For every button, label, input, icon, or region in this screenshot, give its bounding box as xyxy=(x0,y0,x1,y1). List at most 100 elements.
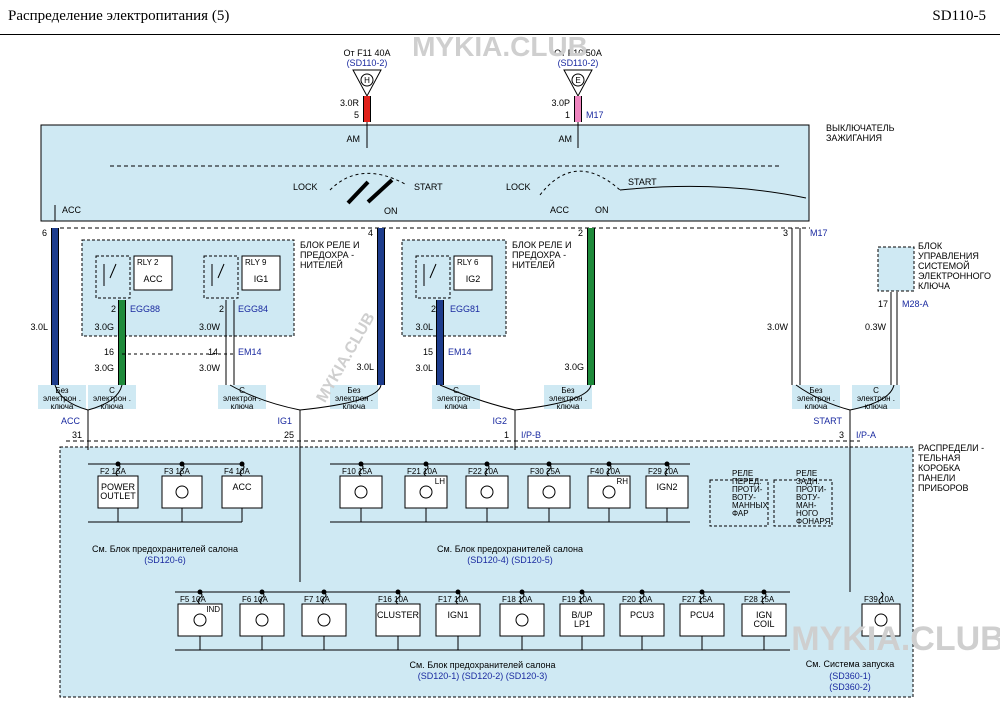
fuse-box xyxy=(301,603,347,637)
fuse-label: POWER xyxy=(101,482,136,492)
fuse-element xyxy=(179,463,185,477)
key-note: ключа xyxy=(865,402,888,411)
connector-id: I/P-B xyxy=(521,430,541,440)
pin-number: 2 xyxy=(111,304,116,314)
fuse-label: IGN1 xyxy=(447,610,468,620)
page-code: SD110-5 xyxy=(932,8,986,24)
pin-number: 4 xyxy=(368,228,373,238)
key-note: ключа xyxy=(445,402,468,411)
key-note: С xyxy=(239,386,245,395)
fuse-rating: F20 10A xyxy=(622,595,653,604)
relay-fog-label: ЗАДН. xyxy=(796,477,820,486)
fuse-rating: F10 15A xyxy=(342,467,373,476)
switch-arc xyxy=(329,172,406,191)
start-label: START xyxy=(628,177,657,187)
switch-blade xyxy=(366,178,394,204)
cigarette-lighter-icon xyxy=(175,485,189,499)
relay-id: RLY 9 xyxy=(245,258,267,267)
fuse-element xyxy=(639,591,645,605)
wiper-washer-icon xyxy=(354,485,368,499)
fuse-element xyxy=(519,591,525,605)
relay-contact xyxy=(217,263,225,279)
smart-key-title: УПРАВЛЕНИЯ xyxy=(918,251,979,261)
wire-spec: 3.0G xyxy=(94,322,114,332)
wire-spec: 3.0L xyxy=(30,322,48,332)
junction-pin-name: ACC xyxy=(61,416,81,426)
key-note: электрон . xyxy=(223,394,261,403)
fuse-refs: (SD120-4) (SD120-5) xyxy=(467,555,553,565)
relay-block-title: НИТЕЛЕЙ xyxy=(300,259,343,270)
page-title: Распределение электропитания (5) xyxy=(8,8,230,24)
relay-fog-label: ПРОТИ- xyxy=(732,485,763,494)
source-letter: H xyxy=(364,76,370,85)
source-ref: (SD110-2) xyxy=(558,58,599,68)
key-note: электрон . xyxy=(335,394,373,403)
fuse-rating: F16 10A xyxy=(378,595,409,604)
fuse-rating: F30 25A xyxy=(530,467,561,476)
relay-name: IG1 xyxy=(254,274,269,284)
pin-number: 6 xyxy=(42,228,47,238)
fuse-rating: F29 10A xyxy=(648,467,679,476)
relay-coil xyxy=(95,255,131,299)
headlamp-low-icon xyxy=(602,485,616,499)
wire-spec: 3.0G xyxy=(564,362,584,372)
fuse-element xyxy=(358,463,364,477)
key-note: электрон . xyxy=(437,394,475,403)
pin-number: 3 xyxy=(783,228,788,238)
fuse-refs: (SD360-2) xyxy=(829,682,871,692)
junction-title: ТЕЛЬНАЯ xyxy=(918,453,960,463)
relay-name: IG2 xyxy=(466,274,481,284)
junction-title: РАСПРЕДЕЛИ - xyxy=(918,443,984,453)
note-box xyxy=(544,385,592,409)
relay-fog-label: ВОТУ- xyxy=(796,493,820,502)
fuse-box xyxy=(527,475,571,509)
fuse-element xyxy=(579,591,585,605)
relay-block-title: НИТЕЛЕЙ xyxy=(512,259,555,270)
switch-blade xyxy=(346,180,370,205)
lock-label: LOCK xyxy=(506,182,531,192)
key-note: ключа xyxy=(557,402,580,411)
connector-id: EGG81 xyxy=(450,304,480,314)
fuse-sub: RH xyxy=(616,477,628,486)
fuse-label: OUTLET xyxy=(100,491,136,501)
fuse-box xyxy=(435,603,481,637)
fuse-sub: IND xyxy=(206,605,220,614)
junction-pin-name: START xyxy=(813,416,842,426)
relay-fog-label: НОГО xyxy=(796,509,818,518)
junction-pin-name: IG1 xyxy=(277,416,292,426)
relay-fog xyxy=(773,479,833,527)
wiper-icon xyxy=(542,485,556,499)
note-box xyxy=(218,385,266,409)
airbag-icon xyxy=(255,613,269,627)
fuse-box xyxy=(619,603,665,637)
connector-id: I/P-A xyxy=(856,430,876,440)
relay-box xyxy=(241,255,281,291)
fuse-element xyxy=(423,463,429,477)
fuse-element xyxy=(484,463,490,477)
am-label: AM xyxy=(347,134,361,144)
fuse-element xyxy=(606,463,612,477)
key-note: Без xyxy=(561,386,575,395)
on-label: ON xyxy=(595,205,609,215)
connector-id: EM14 xyxy=(448,347,472,357)
relay-fog-label: РЕЛЕ xyxy=(732,469,753,478)
fuse-label: IGN2 xyxy=(656,482,677,492)
key-note: электрон . xyxy=(43,394,81,403)
fuse-box xyxy=(861,603,901,637)
fuse-element xyxy=(321,591,327,605)
on-label: ON xyxy=(384,206,398,216)
wire-spec: 3.0W xyxy=(199,363,221,373)
fuse-rating: F5 10A xyxy=(180,595,206,604)
pin-number: 2 xyxy=(431,304,436,314)
source-circle xyxy=(571,73,585,87)
key-note: электрон . xyxy=(857,394,895,403)
smart-key-title: КЛЮЧА xyxy=(918,281,950,291)
relay-contact xyxy=(429,263,437,279)
fuse-label: ACC xyxy=(232,482,252,492)
smart-key-box xyxy=(877,246,915,292)
merge-arc xyxy=(439,384,592,411)
wire-spec: 3.0W xyxy=(767,322,789,332)
fuse-element xyxy=(455,591,461,605)
fuse-rating: F39 10A xyxy=(864,595,895,604)
